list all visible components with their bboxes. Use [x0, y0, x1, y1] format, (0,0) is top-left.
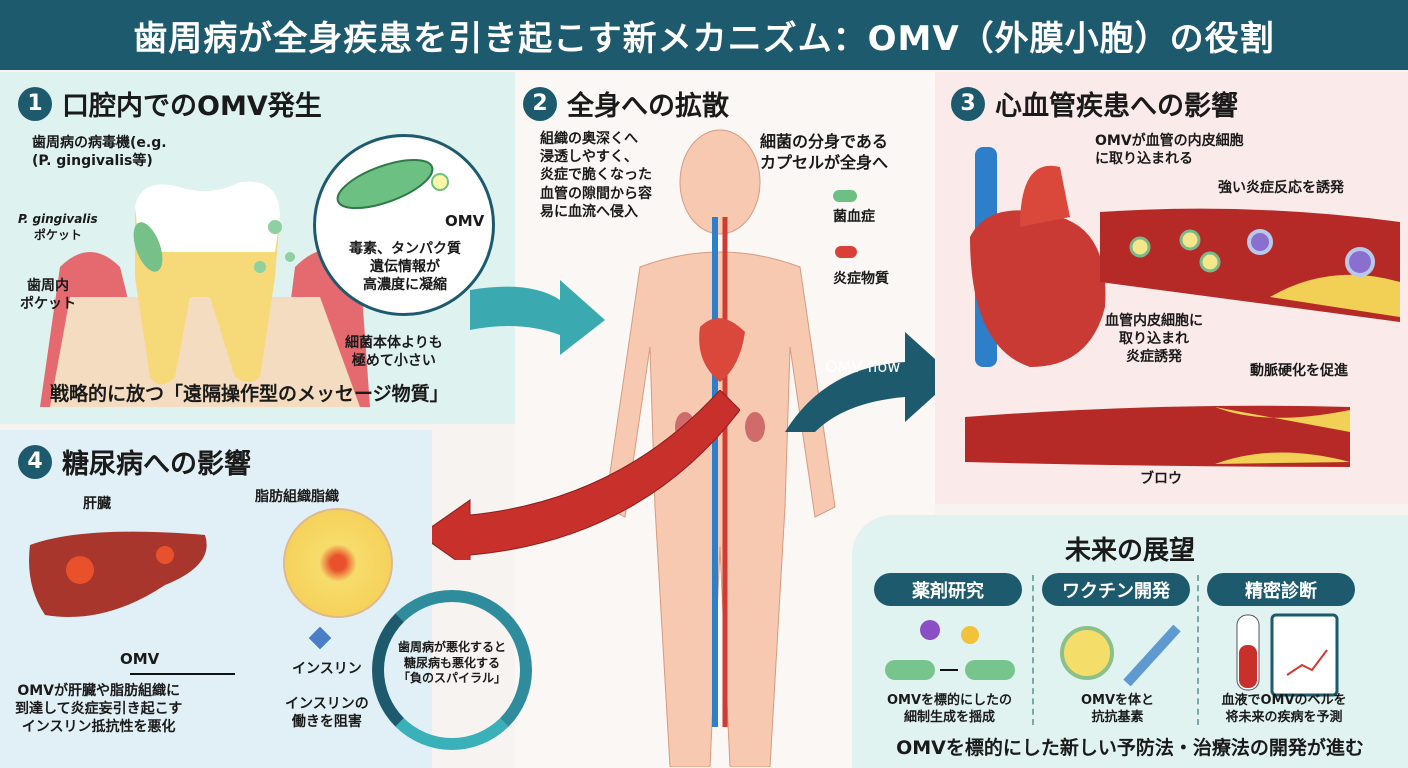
heart-illustration [970, 147, 1106, 367]
label-periodontal-pocket: 歯周内ポケット [20, 278, 76, 313]
divider [1032, 575, 1034, 725]
note-uptake-inflammation: 血管内皮細胞に取り込まれ炎症誘発 [1105, 313, 1203, 366]
tooth-illustration [40, 181, 370, 407]
note-inflammation: 強い炎症反応を誘発 [1218, 180, 1344, 196]
blood-vessel-arrow [420, 390, 740, 560]
legend-inflammatory: 炎症物質 [833, 271, 889, 287]
section-heading: 糖尿病への影響 [62, 449, 251, 480]
omv-flow-label: OMV flow [825, 357, 901, 376]
adipose-tissue-illustration [283, 508, 393, 618]
label-pathogen: 歯周病の病毒機(e.g.(P. gingivalis等) [32, 135, 167, 170]
omv-label: OMV [120, 650, 160, 668]
tab-drug-research: 薬剤研究 [874, 573, 1022, 606]
blood-test-icon [1236, 613, 1339, 697]
section-future-outlook: 未来の展望 薬剤研究 ワクチン開発 精密診断 OMVを標的にしたの細制生成を揺成… [852, 515, 1408, 768]
divider [1197, 575, 1199, 725]
section-heading: 全身への拡散 [567, 91, 729, 122]
future-heading: 未来の展望 [1064, 536, 1195, 566]
fat-label: 脂肪組織脂織 [255, 489, 339, 505]
vessel-label: ブロウ [1140, 471, 1182, 487]
omv-flow-arrow [785, 332, 955, 432]
omv-zoom-circle [313, 134, 495, 316]
right-note: 細菌の分身であるカプセルが全身へ [760, 132, 889, 172]
section-heading: 口腔内でのOMV発生 [62, 91, 322, 122]
future-footer: OMVを標的にした新しい予防法・治療法の開発が進む [896, 737, 1364, 759]
step-number: 2 [523, 86, 557, 121]
arrow-oral-to-body [470, 280, 605, 355]
insulin-label: インスリン [292, 661, 362, 677]
artery-illustration [1100, 208, 1400, 322]
arrow-to-insulin [130, 673, 235, 675]
inflammatory-icon [835, 246, 857, 258]
section-diabetes: 4 糖尿病への影響 肝臓 OMV OMVが肝臓や脂肪組織に到達して炎症妄引き起こす… [0, 430, 432, 768]
liver-illustration [29, 531, 207, 617]
step-number: 4 [18, 444, 52, 479]
omv-contents: 毒素、タンパク質遺伝情報が高濃度に凝縮 [349, 241, 461, 294]
vaccine-icon [1060, 624, 1181, 687]
section-heading: 心血管疾患への影響 [995, 91, 1238, 122]
omv-size-note: 細菌本体よりも極めて小さい [345, 335, 443, 370]
note-atherosclerosis: 動脈硬化を促進 [1250, 363, 1348, 379]
negative-spiral-text: 歯周病が悪化すると糖尿病も悪化する「負のスパイラル」 [397, 640, 506, 686]
section-oral-omv: 1 口腔内でのOMV発生 歯周病の病毒機(e.g.(P. gingivalis等)… [0, 72, 515, 424]
note-endothelial-uptake: OMVが血管の内皮細胞に取り込まれる [1095, 133, 1244, 168]
drug-research-text: OMVを標的にしたの細制生成を揺成 [886, 693, 1013, 725]
omv-label: OMV [445, 212, 485, 230]
section-caption: 戦略的に放つ「遠隔操作型のメッセージ物質」 [50, 383, 449, 405]
insulin-molecule-icon [308, 626, 332, 650]
bacteremia-icon [833, 190, 857, 202]
left-note: 組織の奥深くへ浸透しやすく、炎症で脆くなった血管の隙間から容易に血流へ侵入 [540, 131, 652, 220]
diabetes-description: OMVが肝臓や脂肪組織に到達して炎症妄引き起こすインスリン抵抗性を悪化 [15, 683, 183, 736]
step-number: 3 [951, 86, 985, 121]
tab-vaccine-development: ワクチン開発 [1042, 573, 1190, 606]
diagnosis-text: 血液でOMVのベルを将未来の疾病を予測 [1221, 693, 1347, 725]
insulin-block-note: インスリンの働きを阻害 [285, 696, 369, 731]
step-number: 1 [18, 86, 52, 121]
bacterium-icon [336, 158, 449, 210]
drug-bacteria-icon [885, 620, 1015, 680]
narrowed-vessel-illustration [965, 405, 1350, 467]
vaccine-text: OMVを体と抗抗基素 [1080, 693, 1155, 725]
tab-precision-diagnosis: 精密診断 [1207, 573, 1355, 606]
liver-label: 肝臓 [83, 496, 111, 512]
page-title: 歯周病が全身疾患を引き起こす新メカニズム：OMV（外膜小胞）の役割 [0, 0, 1408, 70]
legend-bacteremia: 菌血症 [833, 209, 875, 225]
